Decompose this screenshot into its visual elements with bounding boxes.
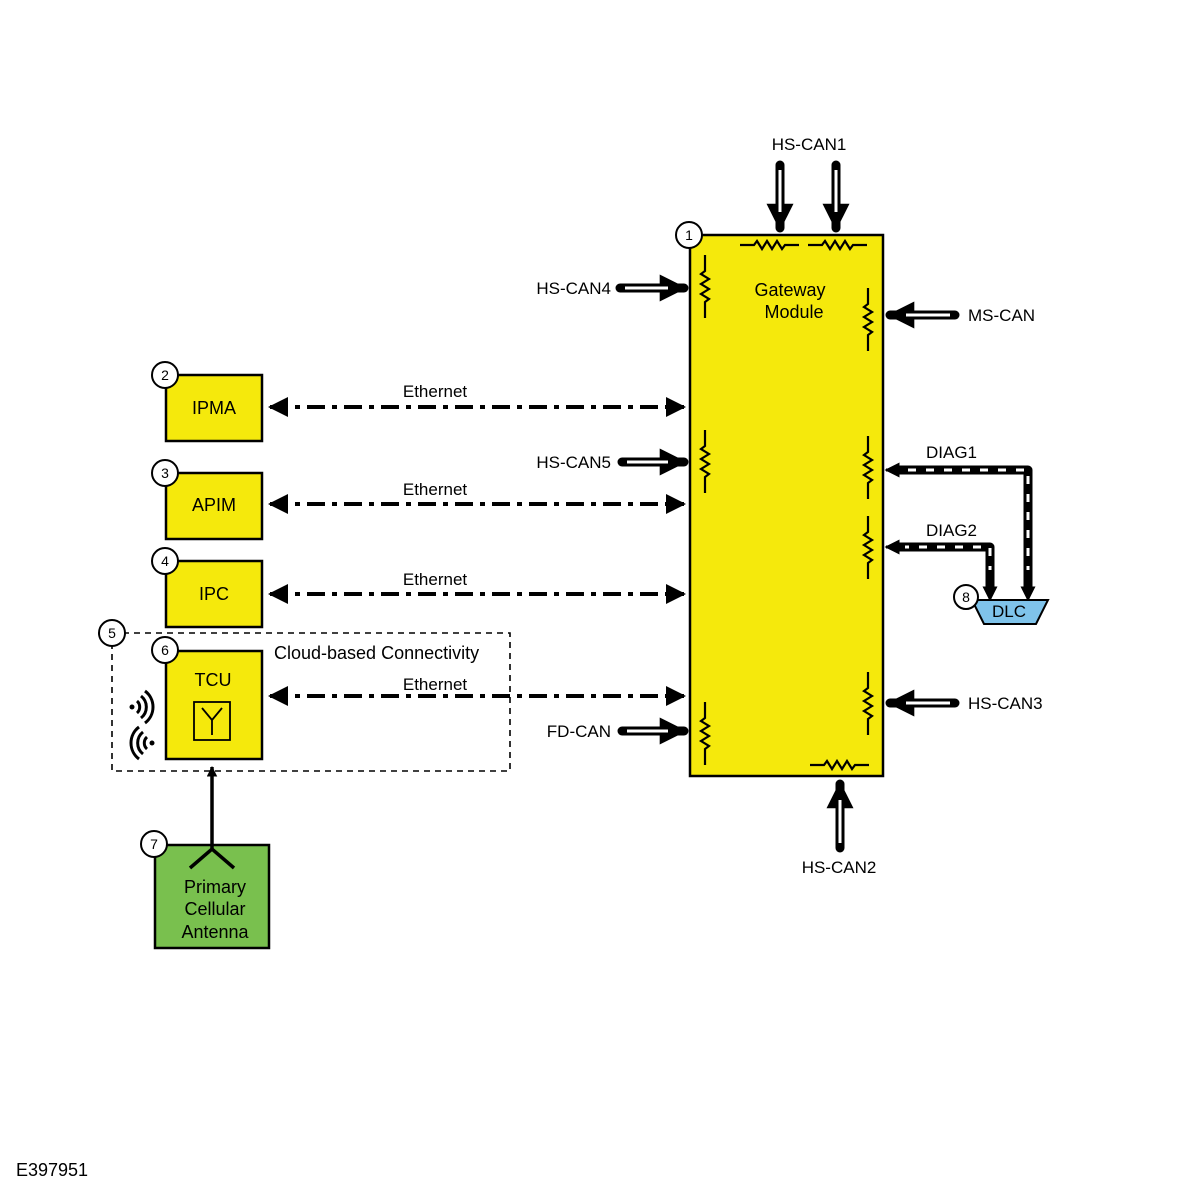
callout-4-number: 4 — [161, 553, 169, 569]
tcu-module: TCU 6 — [151, 636, 264, 761]
apim-label: APIM — [192, 495, 236, 515]
callout-5-number: 5 — [108, 625, 116, 641]
antenna-icon — [188, 765, 236, 870]
dlc-connector: DLC 8 — [953, 584, 1050, 625]
gateway-module-label-line2: Module — [764, 302, 823, 322]
dlc-label: DLC — [992, 602, 1026, 621]
figure-id: E397951 — [16, 1160, 89, 1180]
antenna-label-line2: Cellular — [184, 899, 245, 919]
apim-ethernet-label: Ethernet — [403, 480, 468, 499]
antenna-icon — [193, 701, 231, 741]
callout-2-number: 2 — [161, 367, 169, 383]
ipma-module: IPMA 2 — [151, 361, 264, 443]
tcu-ethernet-label: Ethernet — [403, 675, 468, 694]
wireless-signal-icon — [129, 689, 155, 761]
hs-can1-label: HS-CAN1 — [772, 135, 847, 154]
gateway-module-label-line1: Gateway — [754, 280, 825, 300]
callout-6-number: 6 — [161, 642, 169, 658]
fd-can-label: FD-CAN — [547, 722, 611, 741]
antenna-label-line1: Primary — [184, 877, 246, 897]
callout-7-number: 7 — [150, 836, 158, 852]
cloud-connectivity-label: Cloud-based Connectivity — [274, 643, 479, 663]
diag1-label: DIAG1 — [926, 443, 977, 462]
ethernet-links — [268, 397, 686, 706]
callout-1: 1 — [675, 221, 703, 249]
ms-can-label: MS-CAN — [968, 306, 1035, 325]
apim-module: APIM 3 — [151, 459, 264, 541]
hs-can5-label: HS-CAN5 — [536, 453, 611, 472]
diag-lines — [884, 462, 1036, 602]
primary-cellular-antenna: Primary Cellular Antenna 7 — [140, 765, 271, 950]
callout-3-number: 3 — [161, 465, 169, 481]
tcu-label: TCU — [195, 670, 232, 690]
hs-can3-label: HS-CAN3 — [968, 694, 1043, 713]
diag2-label: DIAG2 — [926, 521, 977, 540]
resistor-icon — [698, 238, 875, 772]
hs-can4-label: HS-CAN4 — [536, 279, 611, 298]
can-bus-arrows — [615, 160, 960, 853]
ipc-ethernet-label: Ethernet — [403, 570, 468, 589]
hs-can2-label: HS-CAN2 — [802, 858, 877, 877]
callout-1-number: 1 — [685, 227, 693, 243]
ipc-label: IPC — [199, 584, 229, 604]
ipma-ethernet-label: Ethernet — [403, 382, 468, 401]
callout-8-number: 8 — [962, 589, 970, 605]
ipc-module: IPC 4 — [151, 547, 264, 629]
ipma-label: IPMA — [192, 398, 236, 418]
antenna-label-line3: Antenna — [181, 922, 249, 942]
gateway-module-box — [688, 233, 885, 778]
